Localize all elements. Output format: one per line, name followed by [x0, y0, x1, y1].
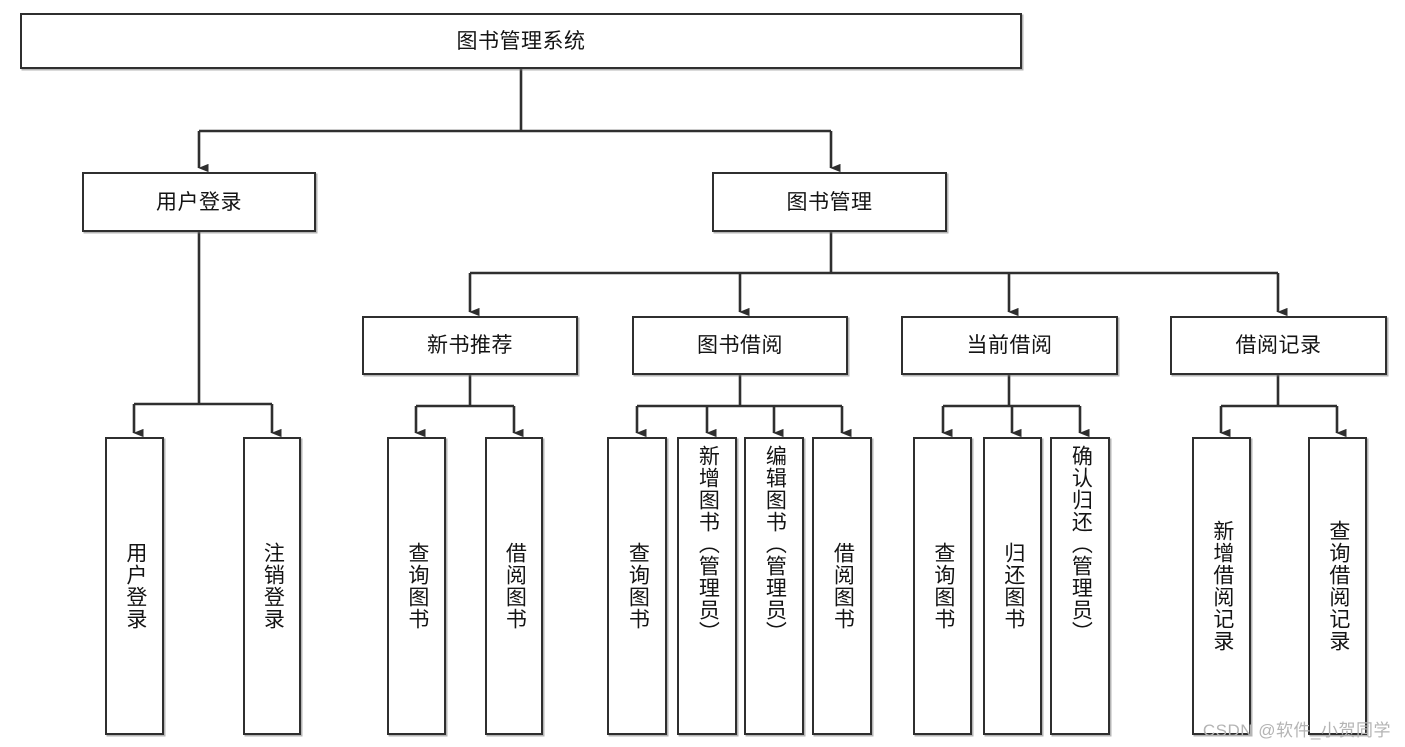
node-label-book-manage: 图书管理 — [786, 190, 873, 214]
node-borrow-record[interactable]: 借阅记录 — [1170, 316, 1387, 375]
node-label-leaf-query-book-recommend: 查询图书 — [405, 542, 429, 630]
node-root-system[interactable]: 图书管理系统 — [20, 13, 1022, 69]
node-label-leaf-return-book: 归还图书 — [1001, 542, 1025, 630]
node-leaf-return-book[interactable]: 归还图书 — [983, 437, 1042, 735]
node-label-user-login: 用户登录 — [156, 190, 242, 214]
node-label-leaf-add-borrow-record: 新增借阅记录 — [1210, 520, 1234, 652]
csdn-watermark: CSDN @软件_小贺同学 — [1202, 721, 1391, 740]
node-leaf-query-book-borrow[interactable]: 查询图书 — [607, 437, 667, 735]
node-book-manage[interactable]: 图书管理 — [712, 172, 947, 232]
node-label-leaf-borrow-book: 借阅图书 — [831, 542, 855, 630]
node-leaf-user-login[interactable]: 用户登录 — [105, 437, 164, 735]
node-label-borrow-record: 借阅记录 — [1235, 334, 1322, 357]
node-label-leaf-query-book-current: 查询图书 — [931, 542, 955, 630]
node-label-leaf-borrow-book-recommend: 借阅图书 — [503, 542, 527, 630]
node-label-leaf-user-login: 用户登录 — [123, 542, 147, 630]
node-label-root: 图书管理系统 — [456, 29, 586, 53]
node-label-current-borrow: 当前借阅 — [966, 334, 1053, 357]
node-leaf-query-book-current[interactable]: 查询图书 — [913, 437, 972, 735]
node-current-borrow[interactable]: 当前借阅 — [901, 316, 1118, 375]
node-label-leaf-query-book-borrow: 查询图书 — [626, 542, 650, 630]
node-leaf-confirm-return[interactable]: 确认归还（管理员） — [1050, 437, 1110, 735]
node-leaf-borrow-book[interactable]: 借阅图书 — [812, 437, 872, 735]
node-label-new-book-recommend: 新书推荐 — [427, 334, 513, 357]
node-leaf-borrow-book-recommend[interactable]: 借阅图书 — [485, 437, 543, 735]
node-book-borrow[interactable]: 图书借阅 — [632, 316, 848, 375]
node-leaf-query-borrow-record[interactable]: 查询借阅记录 — [1308, 437, 1367, 735]
node-label-leaf-user-logout: 注销登录 — [261, 542, 285, 630]
node-leaf-add-borrow-record[interactable]: 新增借阅记录 — [1192, 437, 1251, 735]
node-leaf-query-book-recommend[interactable]: 查询图书 — [387, 437, 446, 735]
node-new-book-recommend[interactable]: 新书推荐 — [362, 316, 578, 375]
node-label-leaf-edit-book: 编辑图书（管理员） — [763, 445, 787, 643]
node-label-book-borrow: 图书借阅 — [697, 334, 783, 357]
node-label-leaf-query-borrow-record: 查询借阅记录 — [1326, 520, 1350, 652]
node-user-login[interactable]: 用户登录 — [82, 172, 316, 232]
node-label-leaf-confirm-return: 确认归还（管理员） — [1069, 445, 1093, 643]
node-leaf-user-logout[interactable]: 注销登录 — [243, 437, 301, 735]
node-label-leaf-add-book: 新增图书（管理员） — [696, 445, 720, 643]
node-leaf-edit-book[interactable]: 编辑图书（管理员） — [744, 437, 804, 735]
node-leaf-add-book[interactable]: 新增图书（管理员） — [677, 437, 737, 735]
